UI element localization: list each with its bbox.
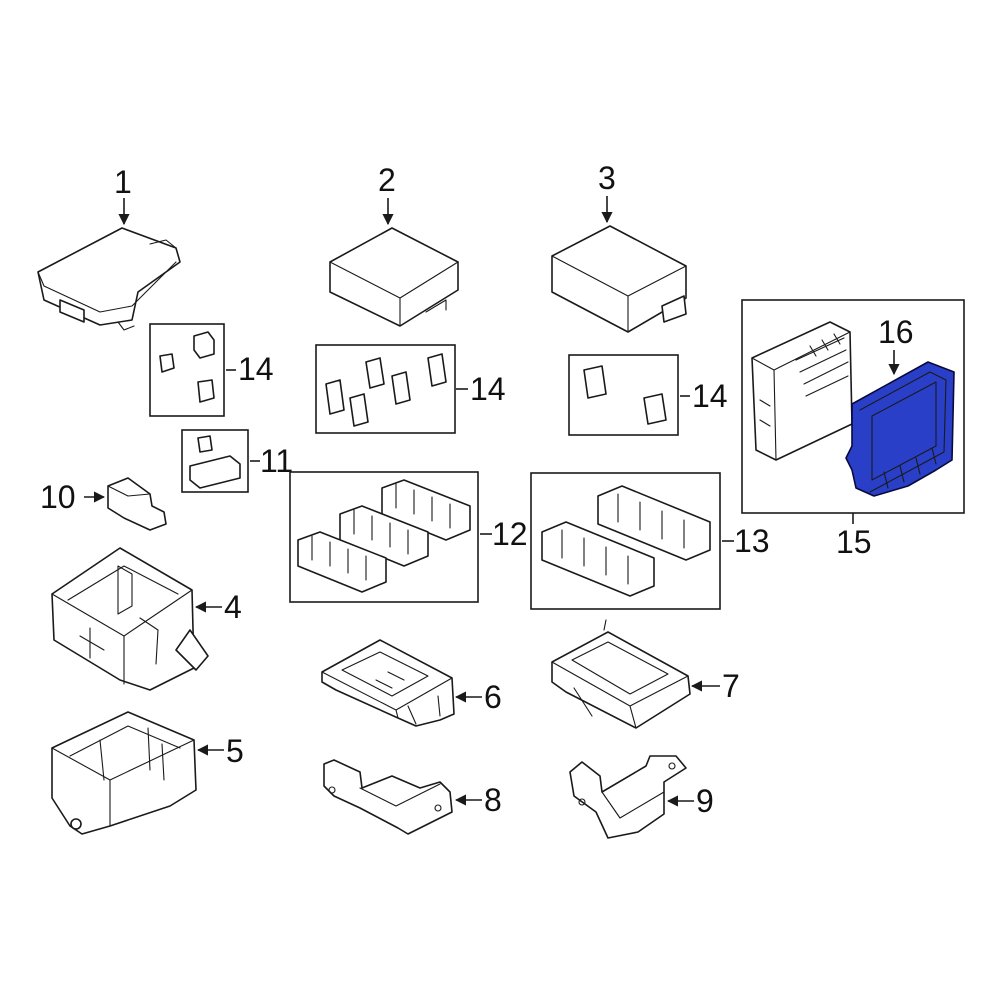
callout-label-14b: 14	[470, 371, 506, 407]
callout-9: 9	[666, 783, 714, 819]
callout-label-7: 7	[722, 668, 740, 704]
callout-label-12: 12	[492, 516, 528, 552]
callout-1: 1	[114, 164, 132, 226]
part-2-cover[interactable]	[329, 227, 459, 327]
callout-label-13: 13	[734, 523, 770, 559]
part-11-relay-block[interactable]	[181, 429, 249, 493]
callout-7: 7	[690, 668, 740, 704]
callout-label-16: 16	[878, 314, 914, 350]
callout-label-5: 5	[226, 733, 244, 769]
part-12-fuse-holders[interactable]	[289, 471, 479, 603]
part-14-relays-left[interactable]	[149, 323, 225, 417]
callout-label-8: 8	[484, 782, 502, 818]
callout-label-4: 4	[224, 589, 242, 625]
callout-11: 11	[250, 443, 293, 479]
part-7-mount[interactable]	[551, 619, 691, 729]
callout-12: 12	[480, 516, 528, 552]
part-14-relays-right[interactable]	[568, 354, 679, 436]
callout-label-14a: 14	[238, 351, 274, 387]
callout-14b: 14	[456, 371, 506, 407]
callout-label-14c: 14	[692, 378, 728, 414]
callout-6: 6	[454, 679, 502, 715]
callout-15: 15	[836, 513, 872, 560]
callout-16: 16	[878, 314, 914, 376]
callout-label-15: 15	[836, 524, 872, 560]
part-3-cover[interactable]	[551, 225, 687, 333]
part-8-bracket[interactable]	[323, 759, 453, 835]
callout-label-3: 3	[598, 160, 616, 196]
part-16-control-module[interactable]	[845, 361, 955, 497]
callout-3: 3	[598, 160, 616, 224]
part-1-cover[interactable]	[37, 227, 181, 331]
callout-4: 4	[194, 589, 242, 625]
highlighted-module-body[interactable]	[845, 361, 955, 497]
part-14-relays-middle[interactable]	[315, 344, 456, 434]
callout-8: 8	[454, 782, 502, 818]
callout-14c: 14	[680, 378, 728, 414]
part-9-bracket[interactable]	[569, 755, 687, 839]
callout-label-6: 6	[484, 679, 502, 715]
part-5-tray[interactable]	[51, 711, 197, 835]
part-10-connector[interactable]	[107, 477, 167, 531]
callout-label-1: 1	[114, 164, 132, 200]
callout-10: 10	[40, 479, 106, 515]
callout-label-2: 2	[378, 162, 396, 198]
part-15-module-assembly[interactable]	[741, 299, 965, 514]
part-4-housing[interactable]	[51, 547, 209, 691]
callout-label-9: 9	[696, 783, 714, 819]
callout-13: 13	[722, 523, 770, 559]
callout-14a: 14	[226, 351, 274, 387]
callout-5: 5	[196, 733, 244, 769]
callout-2: 2	[378, 162, 396, 226]
callout-label-11: 11	[260, 443, 293, 479]
part-6-mount[interactable]	[321, 639, 455, 727]
part-13-fuse-holders[interactable]	[530, 472, 721, 610]
callout-label-10: 10	[40, 479, 76, 515]
